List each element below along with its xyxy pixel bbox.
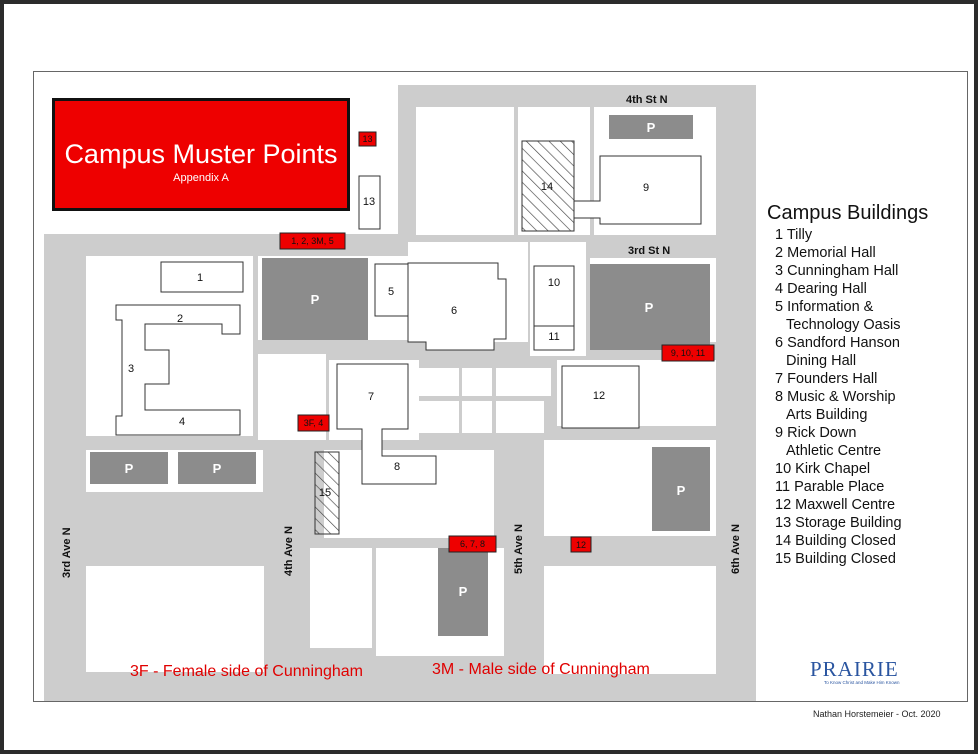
legend-item-continued: Technology Oasis <box>786 317 901 333</box>
legend-item: Dining Hall <box>775 352 902 370</box>
legend-item: Arts Building <box>775 406 902 424</box>
buildings <box>115 140 702 535</box>
building-number: 8 <box>394 461 400 473</box>
street-6th-ave: 6th Ave N <box>730 524 742 574</box>
legend-item: 9 Rick Down <box>775 425 857 441</box>
building-number: 14 <box>541 181 553 193</box>
parking-label: P <box>645 300 654 315</box>
building-number: 6 <box>451 305 457 317</box>
building-5 <box>374 263 410 317</box>
parking-label: P <box>213 461 222 476</box>
parking-label: P <box>677 483 686 498</box>
muster-point-label: 3F, 4 <box>304 418 324 428</box>
parking-lot <box>590 264 710 350</box>
legend-item-continued: Dining Hall <box>786 353 857 369</box>
building-number: 1 <box>197 272 203 284</box>
legend-item: 14 Building Closed <box>775 533 896 549</box>
legend-item-continued: Arts Building <box>786 407 868 423</box>
parking-label: P <box>459 584 468 599</box>
legend-item: 12 Maxwell Centre <box>775 497 896 513</box>
building-14 <box>521 140 575 232</box>
legend-list: 1 Tilly 2 Memorial Hall 3 Cunningham Hal… <box>775 226 902 568</box>
building-1 <box>160 261 244 293</box>
parking-label: P <box>647 120 656 135</box>
building-number: 15 <box>319 487 331 499</box>
parking-lot <box>609 115 693 139</box>
building-10 <box>533 265 575 327</box>
building-7-8 <box>336 363 437 485</box>
building-number: 3 <box>128 363 134 375</box>
street-labels: 4th St N 3rd St N 3rd Ave N 4th Ave N 5t… <box>61 94 742 578</box>
building-number: 9 <box>643 182 649 194</box>
building-number: 2 <box>177 313 183 325</box>
muster-point-labels: 13 1, 2, 3M, 5 3F, 4 9, 10, 11 6, 7, 8 1… <box>291 134 705 550</box>
male-note: 3M - Male side of Cunningham <box>432 661 650 678</box>
page-subtitle: Appendix A <box>173 172 229 184</box>
muster-point-label: 6, 7, 8 <box>460 539 485 549</box>
parking-labels: P P P P P P P <box>125 120 686 599</box>
parking-lots <box>90 115 710 636</box>
legend-item: 10 Kirk Chapel <box>775 461 871 477</box>
street-3rd-st: 3rd St N <box>628 245 670 257</box>
building-number: 7 <box>368 391 374 403</box>
legend-item-continued: Athletic Centre <box>786 443 882 459</box>
female-note: 3F - Female side of Cunningham <box>130 663 363 680</box>
building-11 <box>533 325 575 351</box>
muster-point-label: 13 <box>362 134 372 144</box>
parking-lot <box>178 452 256 484</box>
building-number: 13 <box>363 196 375 208</box>
street-4th-st: 4th St N <box>626 94 668 106</box>
credit: Nathan Horstemeier - Oct. 2020 <box>813 709 941 719</box>
building-9 <box>573 155 702 225</box>
muster-point-label: 1, 2, 3M, 5 <box>291 236 334 246</box>
building-2-3-4 <box>115 304 241 436</box>
parking-lot <box>90 452 168 484</box>
building-number: 10 <box>548 277 560 289</box>
building-15 <box>314 451 340 535</box>
legend-item: 13 Storage Building <box>775 515 902 531</box>
building-6 <box>407 262 507 351</box>
building-number: 4 <box>179 416 185 428</box>
legend-item: 2 Memorial Hall <box>775 245 876 261</box>
legend-item: Technology Oasis <box>775 316 902 334</box>
muster-point-label: 12 <box>576 540 586 550</box>
building-number: 11 <box>548 331 559 343</box>
parking-label: P <box>311 292 320 307</box>
page-title: Campus Muster Points <box>64 139 338 169</box>
legend-item: 15 Building Closed <box>775 551 896 567</box>
legend-item: Athletic Centre <box>775 442 902 460</box>
legend-item: 1 Tilly <box>775 227 813 243</box>
building-number: 12 <box>593 390 605 402</box>
parking-lot <box>652 447 710 531</box>
muster-point-label: 9, 10, 11 <box>671 348 705 358</box>
street-5th-ave: 5th Ave N <box>513 524 525 574</box>
street-4th-ave: 4th Ave N <box>283 526 295 576</box>
building-number: 5 <box>388 286 394 298</box>
legend-item: 3 Cunningham Hall <box>775 263 899 279</box>
legend-item: 7 Founders Hall <box>775 371 878 387</box>
legend-item: 6 Sandford Hanson <box>775 335 900 351</box>
building-numbers: 1 2 3 4 5 6 7 8 9 10 11 12 13 14 15 <box>128 181 649 499</box>
muster-points <box>279 131 715 553</box>
legend-item: 4 Dearing Hall <box>775 281 867 297</box>
legend-item: 8 Music & Worship <box>775 389 896 405</box>
parking-lot <box>438 548 488 636</box>
legend-item: 5 Information & <box>775 299 874 315</box>
building-13 <box>358 175 381 230</box>
campus-map: P P P P P P P 1 2 3 4 5 6 7 8 9 10 11 12… <box>33 71 968 702</box>
logo-tagline: To Know Christ and Make Him Known <box>824 680 900 685</box>
building-12 <box>561 365 640 429</box>
page: P P P P P P P 1 2 3 4 5 6 7 8 9 10 11 12… <box>4 4 974 750</box>
title-box: Campus Muster Points Appendix A <box>52 98 350 211</box>
parking-lot <box>262 258 368 340</box>
street-3rd-ave: 3rd Ave N <box>61 527 73 578</box>
legend-item: 11 Parable Place <box>775 479 885 495</box>
parking-label: P <box>125 461 134 476</box>
legend-title: Campus Buildings <box>767 202 929 224</box>
logo-name: PRAIRIE <box>810 657 899 681</box>
prairie-logo: PRAIRIE To Know Christ and Make Him Know… <box>810 657 900 685</box>
